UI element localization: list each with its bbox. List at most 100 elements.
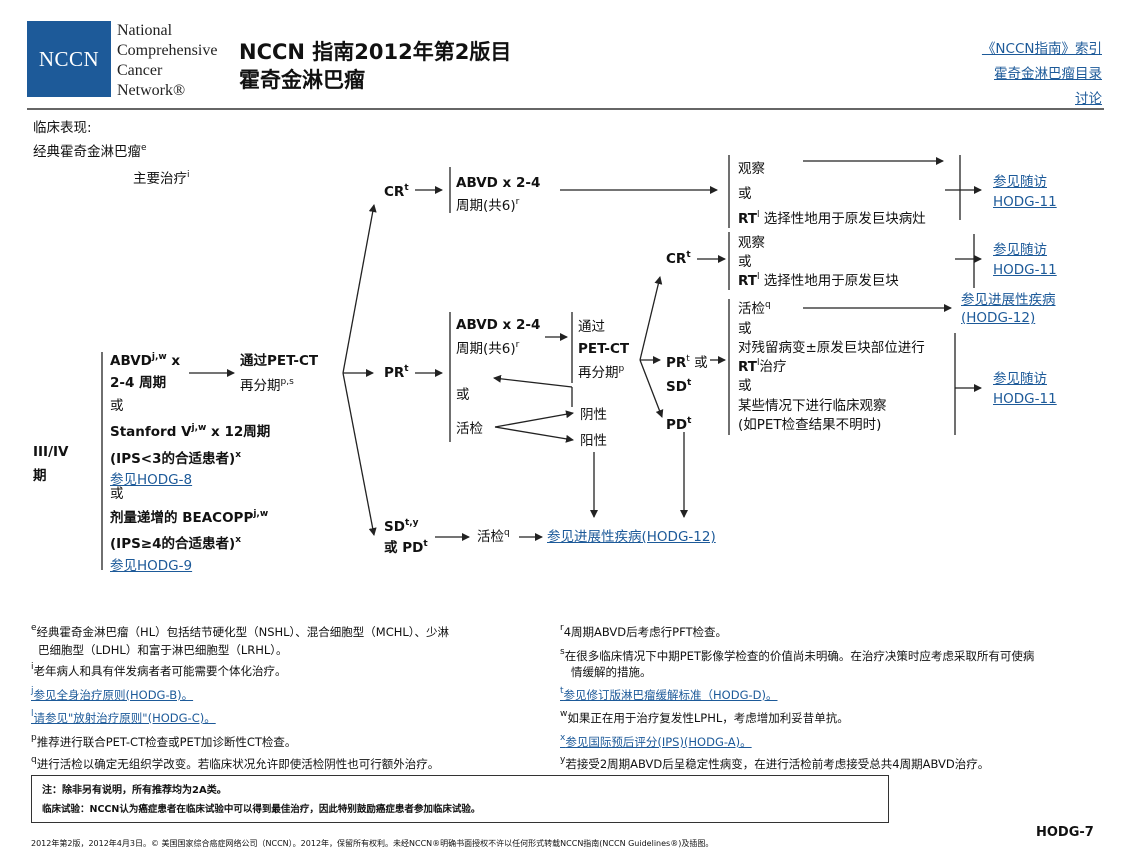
hodg-8-link[interactable]: 参见HODG-8 — [110, 472, 193, 488]
footnote-ref: e — [141, 143, 147, 153]
primary-treatment-text: 主要治疗 — [133, 171, 187, 187]
note-category: 注：除非另有说明，所有推荐均为2A类。 — [42, 785, 227, 796]
footnote-marker: e — [31, 623, 37, 633]
or-label: 或 — [110, 486, 124, 502]
cr-rt-option: RTl 选择性地用于原发巨块病灶 — [738, 210, 926, 228]
rt-description: 治疗 — [759, 359, 787, 375]
footnote-x[interactable]: x参见国际预后评分(IPS)(HODG-A)。 — [560, 734, 752, 750]
ips-lt3-text: (IPS<3的合适患者) — [110, 451, 236, 467]
rt-text: RT — [738, 359, 757, 375]
logo-line: Network® — [117, 82, 186, 99]
beacopp-regimen: 剂量递增的 BEACOPPj,w — [110, 509, 268, 527]
pr2-biopsy: 活检q — [738, 300, 771, 318]
sd-biopsy: 活检q — [477, 528, 510, 546]
pr-cycles: 周期(共6)r — [456, 340, 519, 358]
abvd-text: ABVD — [110, 353, 152, 369]
pr-text: PR — [666, 355, 687, 371]
footnote-l[interactable]: l请参见"放射治疗原则"(HODG-C)。 — [31, 710, 216, 726]
pr-via: 通过 — [578, 319, 605, 335]
stanford-regimen: Stanford Vj,w x 12周期 — [110, 423, 270, 441]
or-label: 或 — [738, 321, 752, 337]
footnote-s-cont: 情缓解的措施。 — [571, 665, 652, 679]
footnote-ref: t — [686, 250, 691, 260]
progressive-disease-link[interactable]: 参见进展性疾病 — [961, 292, 1056, 308]
abvd-cycles: 2-4 周期 — [110, 375, 167, 391]
progressive-disease-link[interactable]: 参见进展性疾病(HODG-12) — [547, 529, 716, 545]
rt-text: RT — [738, 211, 757, 227]
clinical-label: 临床表现: — [33, 120, 92, 136]
stanford-text: Stanford V — [110, 424, 192, 440]
footnote-ref: t — [686, 378, 692, 388]
footnote-text: 参见全身治疗原则(HODG-B)。 — [33, 688, 194, 702]
or-label: 或 — [738, 186, 752, 202]
footnote-ref: p — [618, 364, 625, 374]
hodg-9-link[interactable]: 参见HODG-9 — [110, 558, 193, 574]
pr2-clinical-obs: 某些情况下进行临床观察 — [738, 398, 887, 414]
cr-text: CR — [666, 251, 687, 267]
footnote-marker: p — [31, 733, 37, 743]
followup-link[interactable]: 参见随访 — [993, 371, 1047, 387]
footnote-text: 4周期ABVD后考虑行PFT检查。 — [563, 625, 728, 639]
guidelines-index-link[interactable]: 《NCCN指南》索引 — [981, 41, 1102, 57]
footnote-ref: x — [235, 535, 241, 545]
title-line-1: NCCN 指南2012年第2版目 — [239, 40, 512, 64]
note-clinical-trials: 临床试验：NCCN认为癌症患者在临床试验中可以得到最佳治疗，因此特别鼓励癌症患者… — [42, 804, 481, 815]
footnote-text: 老年病人和具有伴发病者者可能需要个体化治疗。 — [33, 664, 287, 678]
cr2-branch: CRt — [666, 250, 691, 268]
cr-observe: 观察 — [738, 161, 765, 177]
footnote-j[interactable]: j参见全身治疗原则(HODG-B)。 — [31, 687, 194, 703]
nccn-logo: NCCN — [27, 21, 111, 97]
hodgkin-toc-link[interactable]: 霍奇金淋巴瘤目录 — [994, 66, 1102, 82]
footnote-ref: x — [235, 450, 241, 460]
footnote-ref: t — [423, 539, 428, 549]
footnote-text: 若接受2周期ABVD后呈稳定性病变，在进行活检前考虑接受总共4周期ABVD治疗。 — [565, 757, 990, 771]
discussion-link[interactable]: 讨论 — [1075, 91, 1102, 107]
pr-abvd: ABVD x 2-4 — [456, 317, 541, 333]
footnote-marker: q — [31, 755, 37, 765]
page-number: HODG-7 — [1036, 825, 1094, 840]
or-label: 或 — [738, 378, 752, 394]
ips-lt3-note: (IPS<3的合适患者)x — [110, 450, 241, 468]
footnote-s: s在很多临床情况下中期PET影像学检查的价值尚未明确。在治疗决策时应考虑采取所有… — [560, 647, 1035, 664]
restage-label: 再分期p,s — [240, 377, 294, 395]
cr2-rt-option: RTl 选择性地用于原发巨块 — [738, 272, 899, 290]
sd-branch: SDt,y — [384, 518, 419, 536]
pr2-pet-note: (如PET检查结果不明时) — [738, 417, 882, 433]
logo-line: Cancer — [117, 62, 163, 79]
primary-treatment-label: 主要治疗i — [133, 170, 190, 188]
footnote-ref: l — [757, 210, 760, 220]
footnote-t[interactable]: t参见修订版淋巴瘤缓解标准（HODG-D)。 — [560, 687, 778, 703]
footnote-marker: w — [560, 709, 568, 719]
sd2-branch: SDt — [666, 378, 691, 396]
footnote-text: 进行活检以确定无组织学改变。若临床状况允许即使活检阴性也可行额外治疗。 — [36, 757, 440, 771]
cr-branch: CRt — [384, 183, 409, 201]
hodg-11-link[interactable]: HODG-11 — [993, 391, 1057, 407]
footnote-e-cont: 巴细胞型（LDHL）和富于淋巴细胞型（LRHL）。 — [38, 643, 288, 657]
footnote-i: i老年病人和具有伴发病者者可能需要个体化治疗。 — [31, 663, 287, 679]
stage-label: III/IV — [33, 444, 69, 460]
rt-text: RT — [738, 273, 757, 289]
footnote-marker: s — [560, 647, 565, 657]
pr-petct: PET-CT — [578, 341, 630, 357]
cycles-text: 周期(共6) — [456, 341, 516, 357]
footnote-ref: q — [765, 300, 771, 310]
footnote-text: 经典霍奇金淋巴瘤（HL）包括结节硬化型（NSHL）、混合细胞型（MCHL）、少淋 — [36, 625, 450, 639]
page-title: NCCN 指南2012年第2版目 霍奇金淋巴瘤 — [239, 38, 511, 94]
copyright: 2012年第2版，2012年4月3日。© 美国国家综合癌症网络公司（NCCN）。… — [31, 839, 714, 848]
followup-link[interactable]: 参见随访 — [993, 174, 1047, 190]
hodg-11-link[interactable]: HODG-11 — [993, 262, 1057, 278]
footnote-ref: j,w — [151, 352, 167, 362]
classic-hl-text: 经典霍奇金淋巴瘤 — [33, 144, 141, 160]
biopsy-text: 活检 — [477, 529, 504, 545]
hodg-12-link[interactable]: (HODG-12) — [961, 310, 1036, 326]
footnote-ref: l — [757, 358, 760, 368]
ips-ge4-note: (IPS≥4的合适患者)x — [110, 535, 241, 553]
pd-branch: 或 PDt — [384, 539, 428, 557]
sd-text: SD — [384, 519, 405, 535]
hodg-11-link[interactable]: HODG-11 — [993, 194, 1057, 210]
followup-link[interactable]: 参见随访 — [993, 242, 1047, 258]
footnote-ref: t — [404, 364, 409, 374]
footnote-text: 在很多临床情况下中期PET影像学检查的价值尚未明确。在治疗决策时应考虑采取所有可… — [564, 649, 1035, 663]
beacopp-text: 剂量递增的 BEACOPP — [110, 510, 254, 526]
or-label: 或 — [456, 387, 470, 403]
